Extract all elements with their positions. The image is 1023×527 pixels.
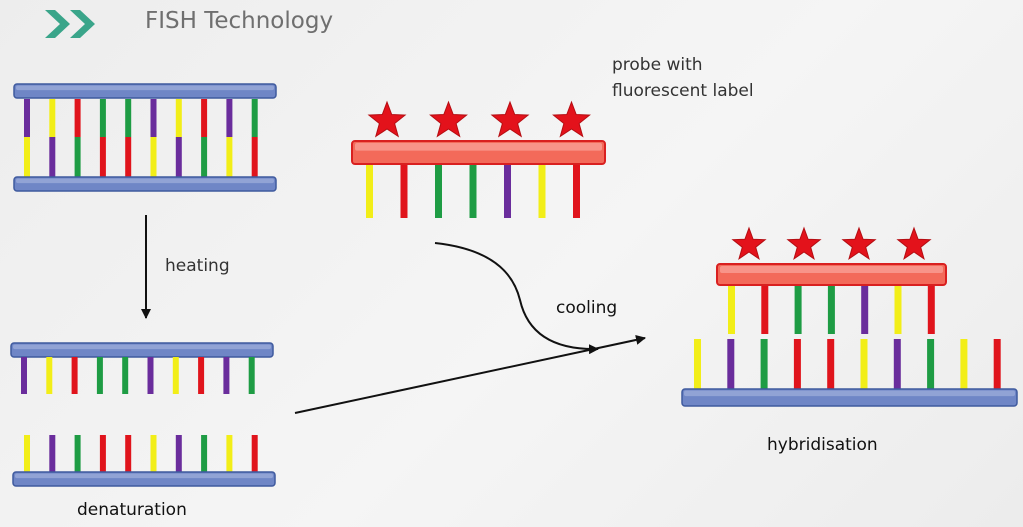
base-green (827, 284, 835, 334)
base-red (761, 284, 769, 334)
denaturation-label: denaturation (77, 500, 187, 520)
base-red (573, 163, 580, 218)
base-red (99, 137, 106, 177)
base-yellow (24, 137, 30, 177)
base-red (99, 435, 106, 473)
base-yellow (728, 284, 735, 334)
base-green (248, 357, 255, 394)
base-yellow (694, 339, 701, 389)
base-yellow (24, 435, 30, 473)
base-green (201, 435, 208, 473)
base-yellow (150, 435, 157, 473)
probe-label-line-2: fluorescent label (612, 81, 754, 101)
base-yellow (150, 137, 157, 177)
fluorescent-star-icon (841, 226, 877, 260)
base-purple (150, 99, 157, 137)
base-green (469, 163, 477, 218)
base-red (993, 339, 1001, 389)
base-green (760, 339, 768, 389)
fluorescent-star-icon (896, 226, 932, 260)
base-purple (504, 163, 511, 218)
base-purple (226, 99, 233, 137)
base-red (251, 435, 258, 473)
base-yellow (172, 357, 179, 394)
cooling-label: cooling (556, 298, 618, 318)
base-purple (175, 435, 182, 473)
base-green (201, 137, 208, 177)
base-purple (147, 357, 154, 394)
base-purple (49, 137, 56, 177)
page-title: FISH Technology (145, 8, 334, 34)
chevron-icon (70, 10, 95, 38)
dna-backbone-bottom-highlight (16, 178, 274, 184)
denatured-backbone-bottom-highlight (15, 473, 273, 479)
base-purple (24, 99, 30, 137)
base-red (827, 339, 835, 389)
chevron-icon (45, 10, 70, 38)
base-red (125, 137, 132, 177)
denatured-dna (10, 342, 276, 487)
base-green (74, 435, 81, 473)
base-red (793, 339, 801, 389)
base-red (71, 357, 78, 394)
target-backbone-highlight (684, 390, 1015, 397)
denaturation-to-hybrid-arrow (294, 334, 646, 414)
base-yellow (860, 339, 868, 389)
base-green (96, 357, 103, 394)
base-yellow (960, 339, 968, 389)
base-green (435, 163, 442, 218)
base-yellow (175, 99, 182, 137)
base-green (74, 137, 81, 177)
hybridised-dna (681, 226, 1018, 407)
base-yellow (226, 137, 233, 177)
base-red (74, 99, 81, 137)
base-green (99, 99, 106, 137)
base-red (400, 163, 408, 218)
base-yellow (46, 357, 53, 394)
base-green (927, 339, 935, 389)
base-purple (223, 357, 230, 394)
base-red (125, 435, 132, 473)
fluorescent-probe (351, 100, 606, 218)
base-yellow (538, 163, 546, 218)
fluorescent-star-icon (786, 226, 822, 260)
fluorescent-star-icon (731, 226, 767, 260)
probe-backbone-highlight (355, 143, 602, 151)
base-red (251, 137, 258, 177)
base-purple (21, 357, 27, 394)
double-stranded-dna (13, 83, 277, 192)
base-red (927, 284, 935, 334)
base-green (125, 99, 132, 137)
base-green (794, 284, 802, 334)
base-purple (175, 137, 182, 177)
base-red (201, 99, 208, 137)
fluorescent-star-icon (367, 100, 407, 138)
base-purple (861, 284, 869, 334)
base-purple (727, 339, 735, 389)
fluorescent-star-icon (552, 100, 591, 138)
base-purple (893, 339, 901, 389)
hybridisation-label: hybridisation (767, 435, 878, 455)
base-yellow (894, 284, 902, 334)
base-purple (49, 435, 56, 473)
dna-backbone-top-highlight (16, 85, 274, 91)
base-green (251, 99, 258, 137)
denatured-backbone-top-highlight (13, 344, 271, 350)
heating-label: heating (165, 256, 230, 276)
cooling-curve (434, 242, 599, 355)
fluorescent-star-icon (490, 100, 530, 138)
base-yellow (366, 163, 373, 218)
base-yellow (226, 435, 233, 473)
base-yellow (49, 99, 56, 137)
fluorescent-star-icon (429, 100, 468, 138)
probe-label-line-1: probe with (612, 55, 703, 75)
base-red (198, 357, 205, 394)
base-green (122, 357, 129, 394)
probe-backbone-highlight (720, 266, 943, 273)
